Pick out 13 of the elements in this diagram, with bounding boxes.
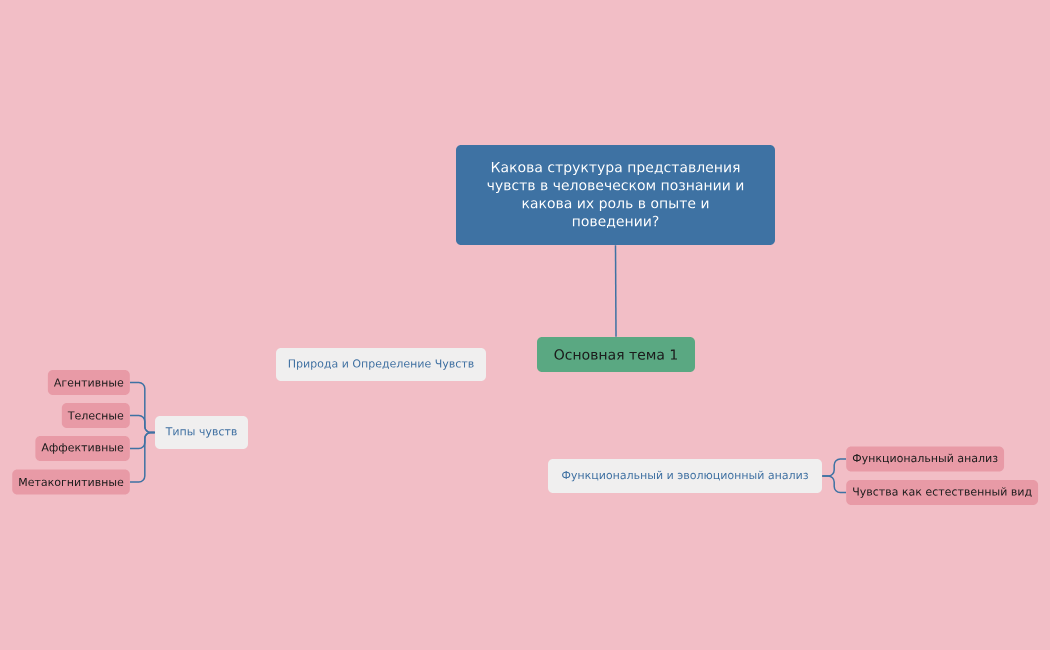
leaf-box: Агентивные	[47, 370, 130, 395]
connector-line	[821, 475, 847, 494]
leaf-box: Метакогнитивные	[12, 469, 130, 495]
leaf-box: Аффективные	[35, 436, 130, 461]
central-topic-box: Какова структура представления чувств в человеческом познании и какова их роль в опыте и поведении?	[456, 145, 775, 245]
connector-line	[129, 431, 156, 483]
subtopic-box: Природа и Определение Чувств	[276, 348, 486, 381]
subtopic-box: Типы чувств	[155, 416, 248, 449]
connector-line	[614, 244, 617, 338]
main-topic-box: Основная тема 1	[537, 337, 695, 372]
leaf-box: Чувства как естественный вид	[846, 480, 1039, 505]
leaf-box: Функциональный анализ	[846, 446, 1005, 472]
subtopic-box: Функциональный и эволюционный анализ	[548, 459, 822, 493]
